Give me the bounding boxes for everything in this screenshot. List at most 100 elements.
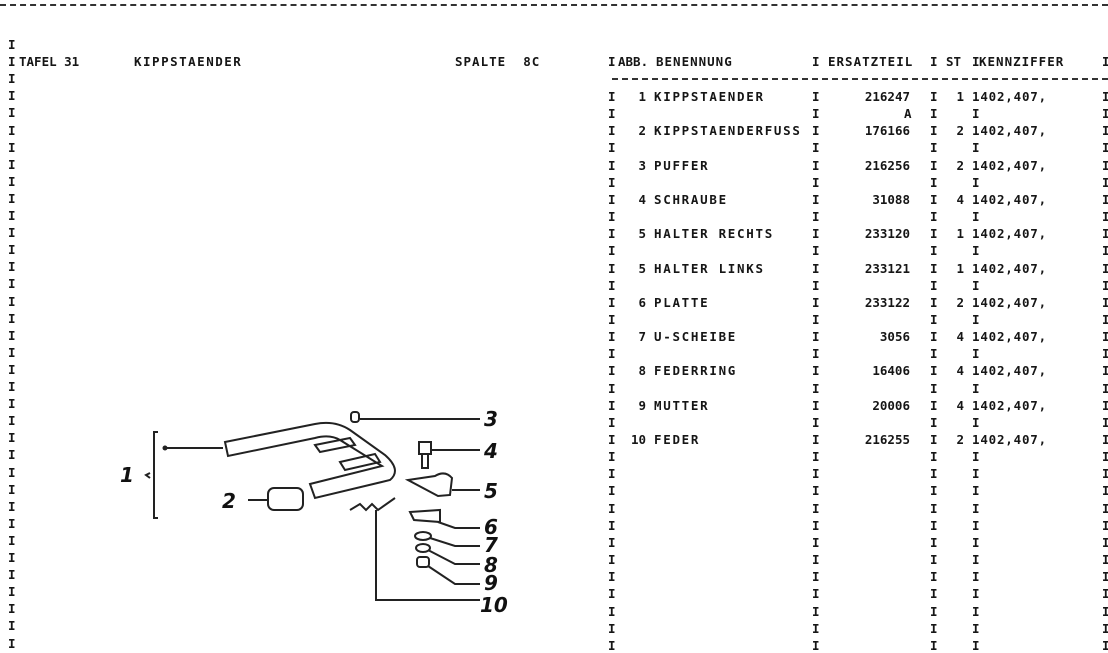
left-border-char: I <box>8 618 16 633</box>
row-part-number: 216247 <box>864 89 910 104</box>
row-kennziffer: 1402,407, <box>972 123 1047 138</box>
table-border-char: I <box>812 106 820 121</box>
table-border-char: I <box>608 638 616 653</box>
callout-5: 5 <box>484 479 498 503</box>
left-border-char: I <box>8 140 16 155</box>
row-kennziffer: 1402,407, <box>972 261 1047 276</box>
table-border-char: I <box>608 89 616 104</box>
table-border-char: I <box>812 329 820 344</box>
left-border-char: I <box>8 88 16 103</box>
table-border-char: I <box>1102 243 1108 258</box>
row-quantity: 4 <box>956 192 964 207</box>
table-border-char: I <box>1102 604 1108 619</box>
row-name: HALTER RECHTS <box>654 226 774 241</box>
left-border-char: I <box>8 157 16 172</box>
left-border-char: I <box>8 54 16 69</box>
table-border-char: I <box>608 569 616 584</box>
table-border-char: I <box>812 226 820 241</box>
callout-3: 3 <box>484 407 498 431</box>
tafel-label: TAFEL 31 <box>19 54 80 69</box>
table-border-char: I <box>972 140 980 155</box>
left-border-char: I <box>8 71 16 86</box>
row-name: KIPPSTAENDER <box>654 89 765 104</box>
table-border-char: I <box>1102 312 1108 327</box>
left-border-char: I <box>8 123 16 138</box>
table-border-char: I <box>1102 535 1108 550</box>
table-border-char: I <box>812 449 820 464</box>
table-border-char: I <box>972 346 980 361</box>
table-border-char: I <box>930 466 938 481</box>
table-border-char: I <box>930 518 938 533</box>
table-border-char: I <box>1102 175 1108 190</box>
row-quantity: 2 <box>956 295 964 310</box>
table-border-char: I <box>972 243 980 258</box>
row-part-number: 233120 <box>864 226 910 241</box>
row-abb: 9 <box>638 398 646 413</box>
table-border-char: I <box>930 261 938 276</box>
kickstand-frame <box>223 421 396 500</box>
table-border-char: I <box>972 54 980 69</box>
row-part-number: 20006 <box>872 398 910 413</box>
table-border-char: I <box>1102 466 1108 481</box>
page-title: KIPPSTAENDER <box>134 54 243 69</box>
table-border-char: I <box>1102 363 1108 378</box>
table-border-char: I <box>972 518 980 533</box>
callout-2: 2 <box>222 489 236 513</box>
table-border-char: I <box>930 278 938 293</box>
table-border-char: I <box>972 278 980 293</box>
row-kennziffer: 1402,407, <box>972 226 1047 241</box>
table-border-char: I <box>972 106 980 121</box>
row-part-number: 216256 <box>864 158 910 173</box>
table-border-char: I <box>812 432 820 447</box>
table-border-char: I <box>812 295 820 310</box>
row-quantity: 2 <box>956 123 964 138</box>
row-abb: 1 <box>638 89 646 104</box>
row-name: KIPPSTAENDERFUSS <box>654 123 802 138</box>
table-border-char: I <box>972 483 980 498</box>
table-border-char: I <box>1102 192 1108 207</box>
table-border-char: I <box>812 535 820 550</box>
table-border-char: I <box>812 312 820 327</box>
row-part-number: 176166 <box>864 123 910 138</box>
row-abb: 5 <box>638 261 646 276</box>
row-abb: 5 <box>638 226 646 241</box>
row-part-number: 3056 <box>879 329 910 344</box>
table-border-char: I <box>930 209 938 224</box>
table-border-char: I <box>930 175 938 190</box>
col-benennung: BENENNUNG <box>656 54 733 69</box>
left-border-char: I <box>8 533 16 548</box>
table-border-char: I <box>608 278 616 293</box>
table-border-char: I <box>972 604 980 619</box>
table-border-char: I <box>1102 209 1108 224</box>
row-quantity: 4 <box>956 398 964 413</box>
table-border-char: I <box>812 261 820 276</box>
table-border-char: I <box>972 415 980 430</box>
table-border-char: I <box>930 501 938 516</box>
row-name: MUTTER <box>654 398 710 413</box>
table-border-char: I <box>812 483 820 498</box>
table-border-char: I <box>930 346 938 361</box>
table-border-char: I <box>972 621 980 636</box>
table-border-char: I <box>608 295 616 310</box>
row-note: A <box>904 106 912 121</box>
table-border-char: I <box>930 192 938 207</box>
table-border-char: I <box>608 501 616 516</box>
table-border-char: I <box>608 535 616 550</box>
table-border-char: I <box>1102 638 1108 653</box>
left-border-char: I <box>8 191 16 206</box>
table-border-char: I <box>608 449 616 464</box>
table-border-char: I <box>1102 54 1108 69</box>
callout-8: 8 <box>484 553 498 577</box>
row-name: PUFFER <box>654 158 710 173</box>
left-border-char: I <box>8 396 16 411</box>
table-border-char: I <box>812 621 820 636</box>
table-border-char: I <box>608 381 616 396</box>
table-border-char: I <box>812 466 820 481</box>
table-border-char: I <box>972 381 980 396</box>
table-border-char: I <box>1102 226 1108 241</box>
kickstand-foot <box>267 487 304 511</box>
table-border-char: I <box>930 449 938 464</box>
row-abb: 7 <box>638 329 646 344</box>
row-quantity: 2 <box>956 158 964 173</box>
table-border-char: I <box>972 175 980 190</box>
